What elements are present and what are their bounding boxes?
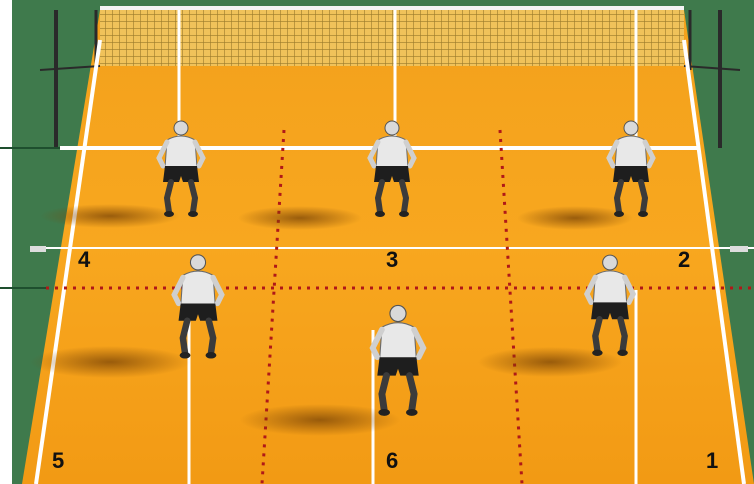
position-label-5: 5: [52, 450, 64, 472]
position-label-3: 3: [386, 249, 398, 271]
net-top-band: [100, 6, 684, 10]
position-label-6: 6: [386, 450, 398, 472]
position-label-1: 1: [706, 450, 718, 472]
position-label-4: 4: [78, 249, 90, 271]
position-label-2: 2: [678, 249, 690, 271]
net: [100, 8, 684, 66]
left-border: [0, 0, 12, 484]
